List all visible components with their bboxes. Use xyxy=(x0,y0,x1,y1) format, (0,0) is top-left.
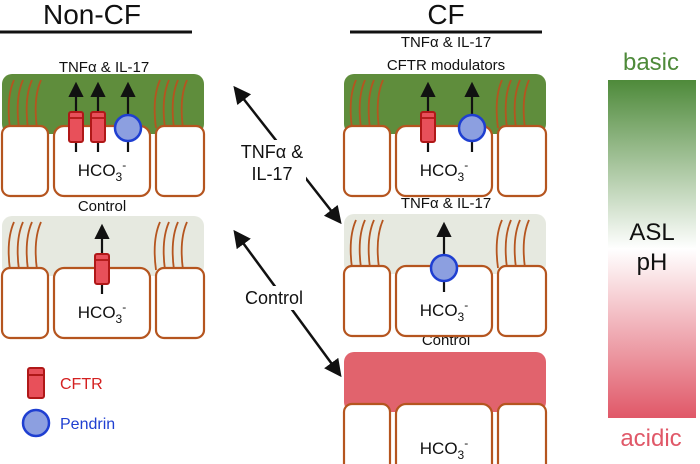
epithelial-cell-right xyxy=(154,124,206,198)
cftr-channel-icon xyxy=(68,111,84,143)
panel-cf-control: HCO3- xyxy=(342,352,548,464)
panel-noncf-control: HCO3- xyxy=(0,216,206,340)
epithelial-cell-left xyxy=(342,402,392,464)
bicarbonate-label: HCO3- xyxy=(420,298,468,324)
ph-scale-acidic-label: acidic xyxy=(620,425,681,452)
legend-label-cftr: CFTR xyxy=(60,376,103,393)
ph-scale-basic-label: basic xyxy=(623,49,679,76)
ph-scale-bar xyxy=(608,80,696,418)
epithelial-cell-left xyxy=(0,266,50,340)
cilia xyxy=(7,221,188,271)
epithelial-cell-center xyxy=(394,402,494,464)
legend-label-pendrin: Pendrin xyxy=(60,416,115,433)
epithelial-cell-right xyxy=(154,266,206,340)
column-title-cf: CF xyxy=(427,0,464,30)
epithelial-cell-left xyxy=(0,124,50,198)
epithelial-cell-left xyxy=(342,124,392,198)
panel-cf-tnf-modulators: HCO3- xyxy=(342,74,548,198)
cftr-channel-icon xyxy=(94,253,110,285)
condition-label-noncf-control: Control xyxy=(78,198,126,215)
panel-noncf-tnf: HCO3- xyxy=(0,74,206,198)
asl-layer xyxy=(2,74,204,134)
pendrin-transporter-icon xyxy=(457,113,487,143)
condition-label-cf-tnf: TNFα & IL-17 xyxy=(401,34,491,51)
epithelial-cell-right xyxy=(496,402,548,464)
middle-label-control: Control xyxy=(245,288,303,308)
condition-label-cf-modulators: CFTR modulators xyxy=(387,57,505,74)
cilia xyxy=(7,79,188,129)
condition-label-cf-tnf-only: TNFα & IL-17 xyxy=(401,195,491,212)
asl-layer xyxy=(344,74,546,134)
bicarbonate-label: HCO3- xyxy=(420,158,468,184)
pendrin-transporter-icon xyxy=(429,253,459,283)
condition-label-noncf-tnf: TNFα & IL-17 xyxy=(59,59,149,76)
asl-layer xyxy=(344,352,546,412)
panel-cf-tnf: HCO3- xyxy=(342,214,548,338)
cftr-channel-icon xyxy=(420,111,436,143)
pendrin-legend-icon xyxy=(21,408,51,438)
pendrin-transporter-icon xyxy=(113,113,143,143)
cftr-legend-icon xyxy=(27,367,45,399)
cilia xyxy=(349,79,530,129)
cilia xyxy=(349,219,530,269)
ph-scale-ph-label: pH xyxy=(637,249,668,276)
legend: CFTR Pendrin xyxy=(21,367,115,438)
bicarbonate-label: HCO3- xyxy=(78,158,126,184)
middle-label-tnf-line2: IL-17 xyxy=(251,164,292,184)
column-title-non-cf: Non-CF xyxy=(43,0,141,30)
ph-scale-asl-label: ASL xyxy=(629,219,674,246)
epithelial-cell-right xyxy=(496,124,548,198)
cftr-channel-icon xyxy=(90,111,106,143)
bicarbonate-label: HCO3- xyxy=(420,436,468,462)
epithelial-cell-center xyxy=(394,124,494,198)
epithelial-cell-right xyxy=(496,264,548,338)
middle-label-tnf-line1: TNFα & xyxy=(241,142,303,162)
bicarbonate-label: HCO3- xyxy=(78,300,126,326)
epithelial-cell-left xyxy=(342,264,392,338)
